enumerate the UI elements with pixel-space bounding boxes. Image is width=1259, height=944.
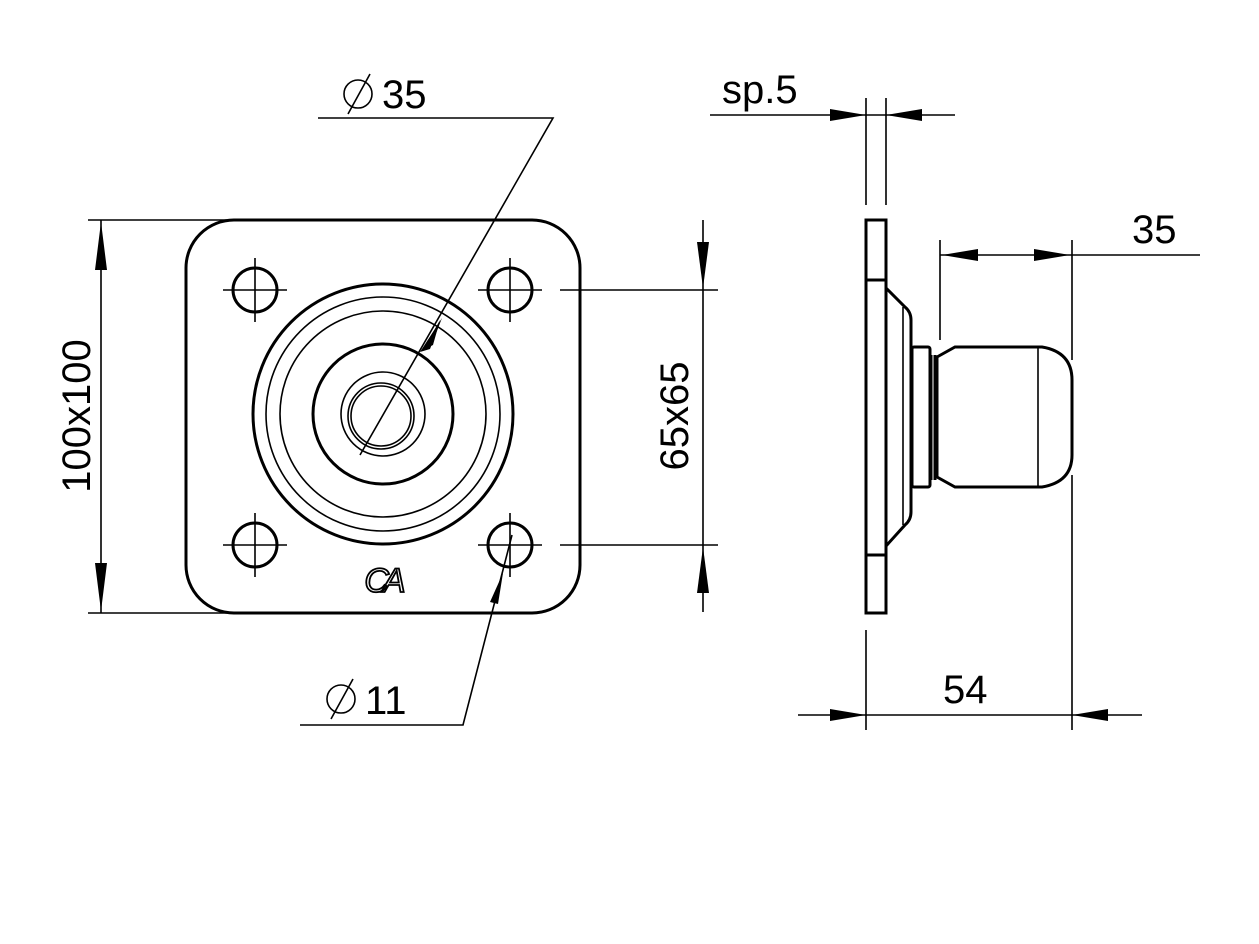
total-depth-dimension: 54 [798,475,1142,730]
plate-thickness-dimension: sp.5 [710,68,955,205]
mounting-hole-top-right [478,258,542,322]
side-view [864,218,1074,615]
plate-thickness-label: sp.5 [722,68,798,112]
diameter-symbol-icon [326,678,356,720]
diameter-symbol-icon [343,73,373,115]
mounting-hole-top-left [223,258,287,322]
roller-length-label: 35 [1132,208,1177,252]
logo: CA [364,562,404,600]
hole-diameter-dimension: 11 [300,534,513,726]
plate-size-dimension: 100x100 [55,219,235,614]
hole-spacing-dimension: 65x65 [560,220,718,612]
hole-diameter-label: 11 [365,679,407,723]
roller-rings [251,282,515,546]
front-view: CA [184,218,582,615]
mounting-hole-bottom-left [223,513,287,577]
roller-length-dimension: 35 [939,208,1200,360]
base-plate-outline [184,218,582,615]
hole-spacing-label: 65x65 [653,362,697,471]
bore-diameter-dimension: 35 [318,73,555,456]
bore-diameter-label: 35 [382,73,427,117]
plate-size-label: 100x100 [55,339,99,492]
total-depth-label: 54 [943,668,988,712]
